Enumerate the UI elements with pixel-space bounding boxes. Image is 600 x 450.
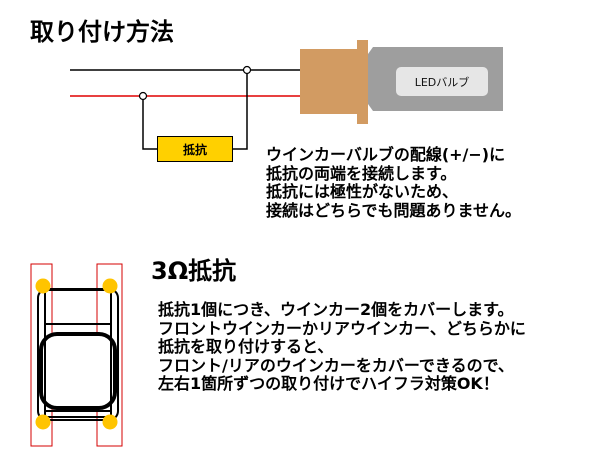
description-line: 抵抗を取り付けすると、 bbox=[158, 337, 334, 356]
resistor-lead-right bbox=[233, 70, 248, 150]
description-line: 左右1箇所ずつの取り付けでハイフラ対策OK！ bbox=[158, 374, 499, 393]
description-line: フロントウインカーかリアウインカー、どちらかに bbox=[158, 318, 526, 338]
terminal-dot bbox=[102, 414, 118, 430]
installation-title: 取り付け方法 bbox=[30, 18, 174, 46]
description-line: 抵抗には極性がないため、 bbox=[266, 182, 459, 201]
junction-black bbox=[242, 65, 252, 75]
description-line: 抵抗1個につき、ウインカー2個をカバーします。 bbox=[158, 300, 514, 319]
terminal-dot bbox=[102, 278, 118, 294]
terminal-dot bbox=[35, 414, 51, 430]
description-line: ウインカーバルブの配線(+/−)に bbox=[266, 145, 506, 164]
resistor-symbol: 抵抗 bbox=[157, 136, 233, 162]
description-line: フロント/リアのウインカーをカバーできるので、 bbox=[158, 355, 514, 375]
resistor-body-inner bbox=[39, 332, 117, 410]
resistor-lead-left bbox=[142, 96, 157, 150]
wiring-description: ウインカーバルブの配線(+/−)に 抵抗の両端を接続します。 抵抗には極性がない… bbox=[266, 145, 522, 220]
led-bulb-label: LEDバルブ bbox=[396, 67, 488, 96]
bulb-socket bbox=[300, 40, 368, 124]
description-line: 接続はどちらでも問題ありません。 bbox=[266, 200, 522, 220]
resistor-description: 抵抗1個につき、ウインカー2個をカバーします。 フロントウインカーかリアウインカ… bbox=[158, 300, 526, 394]
description-line: 抵抗の両端を接続します。 bbox=[266, 163, 457, 183]
resistor-title: 3Ω抵抗 bbox=[151, 257, 237, 285]
junction-red bbox=[138, 91, 148, 101]
terminal-dot bbox=[35, 278, 51, 294]
